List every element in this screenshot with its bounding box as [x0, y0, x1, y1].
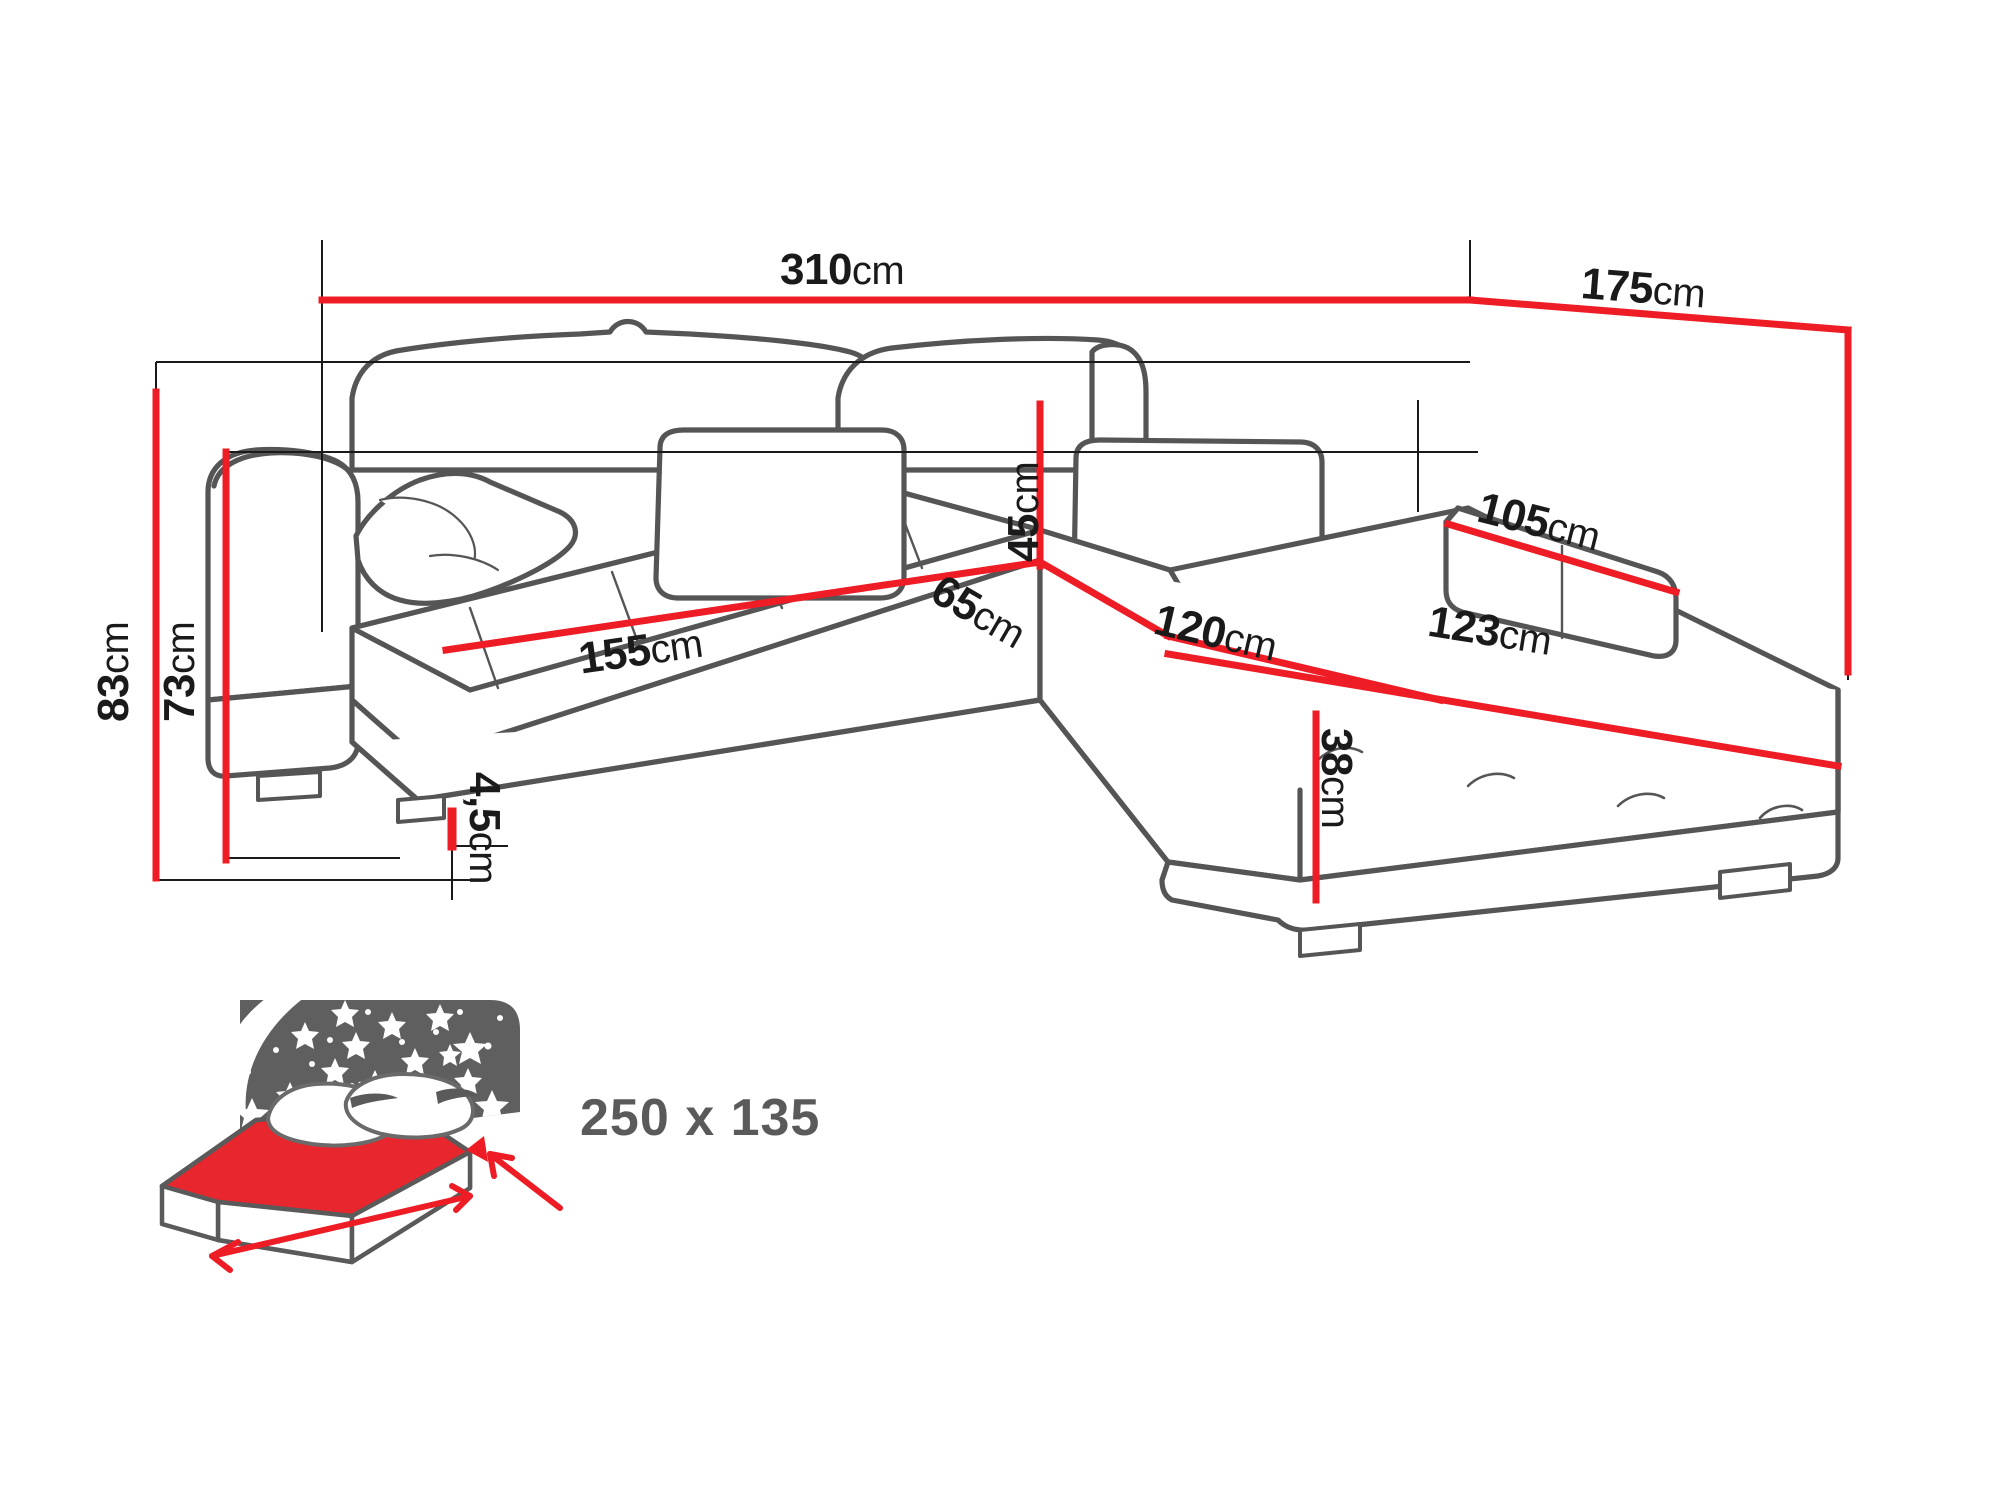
bed-width-arrow [209, 1193, 473, 1259]
sleeping-area-label: 250 x 135 [580, 1089, 821, 1147]
bed-length-arrow [487, 1151, 563, 1211]
dimline-123 [1163, 649, 1843, 771]
dimline-175 [1466, 296, 1852, 334]
dimline-105 [1443, 519, 1681, 597]
dimline-155 [442, 558, 1044, 654]
dimline-65 [1035, 557, 1173, 641]
